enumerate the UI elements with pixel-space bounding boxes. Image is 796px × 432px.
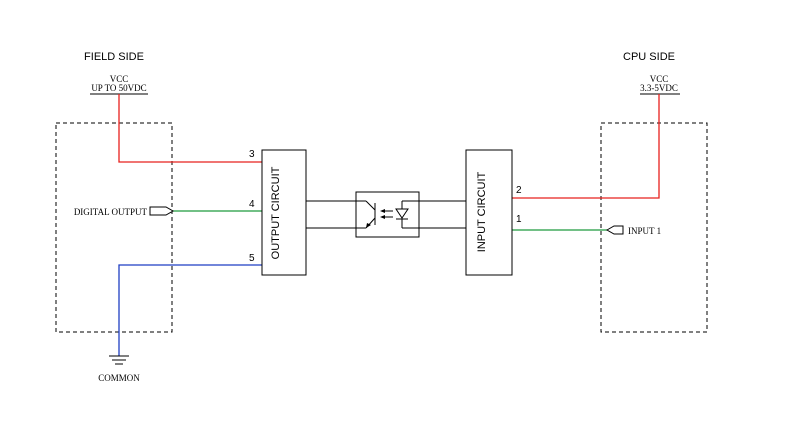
pentagon-connector-icon — [605, 225, 624, 235]
common-label: COMMON — [98, 373, 140, 383]
vcc-cpu-range-label: 3.3-5VDC — [640, 83, 678, 93]
pin-4-label: 4 — [249, 199, 255, 210]
input-1-label: INPUT 1 — [628, 226, 661, 236]
output-circuit-block — [261, 149, 307, 276]
vcc-field-range-label: UP TO 50VDC — [91, 83, 146, 93]
pin-2-label: 2 — [516, 185, 522, 196]
field-side-enclosure — [55, 122, 173, 333]
optocoupler-icon — [355, 191, 420, 238]
pin-1-label: 1 — [516, 214, 522, 225]
cpu-side-enclosure — [600, 122, 708, 333]
field-side-heading: FIELD SIDE — [84, 51, 144, 63]
vcc-field-wire — [118, 94, 262, 163]
pin-5-label: 5 — [249, 253, 255, 264]
input-circuit-label: INPUT CIRCUIT — [476, 171, 488, 252]
cpu-side-heading: CPU SIDE — [623, 51, 675, 63]
input-1-connector: INPUT 1 — [605, 225, 661, 236]
digital-output-connector: DIGITAL OUTPUT — [74, 206, 175, 217]
input-circuit-block — [465, 149, 513, 276]
output-circuit-label: OUTPUT CIRCUIT — [270, 166, 282, 259]
vcc-cpu-label: VCC — [650, 74, 669, 84]
ground-icon — [109, 355, 129, 365]
digital-output-label: DIGITAL OUTPUT — [74, 207, 148, 217]
common-wire — [118, 264, 262, 356]
vcc-field-label: VCC — [110, 74, 129, 84]
pentagon-connector-icon — [149, 206, 175, 216]
vcc-cpu-wire — [512, 94, 660, 199]
pin-3-label: 3 — [249, 149, 255, 160]
